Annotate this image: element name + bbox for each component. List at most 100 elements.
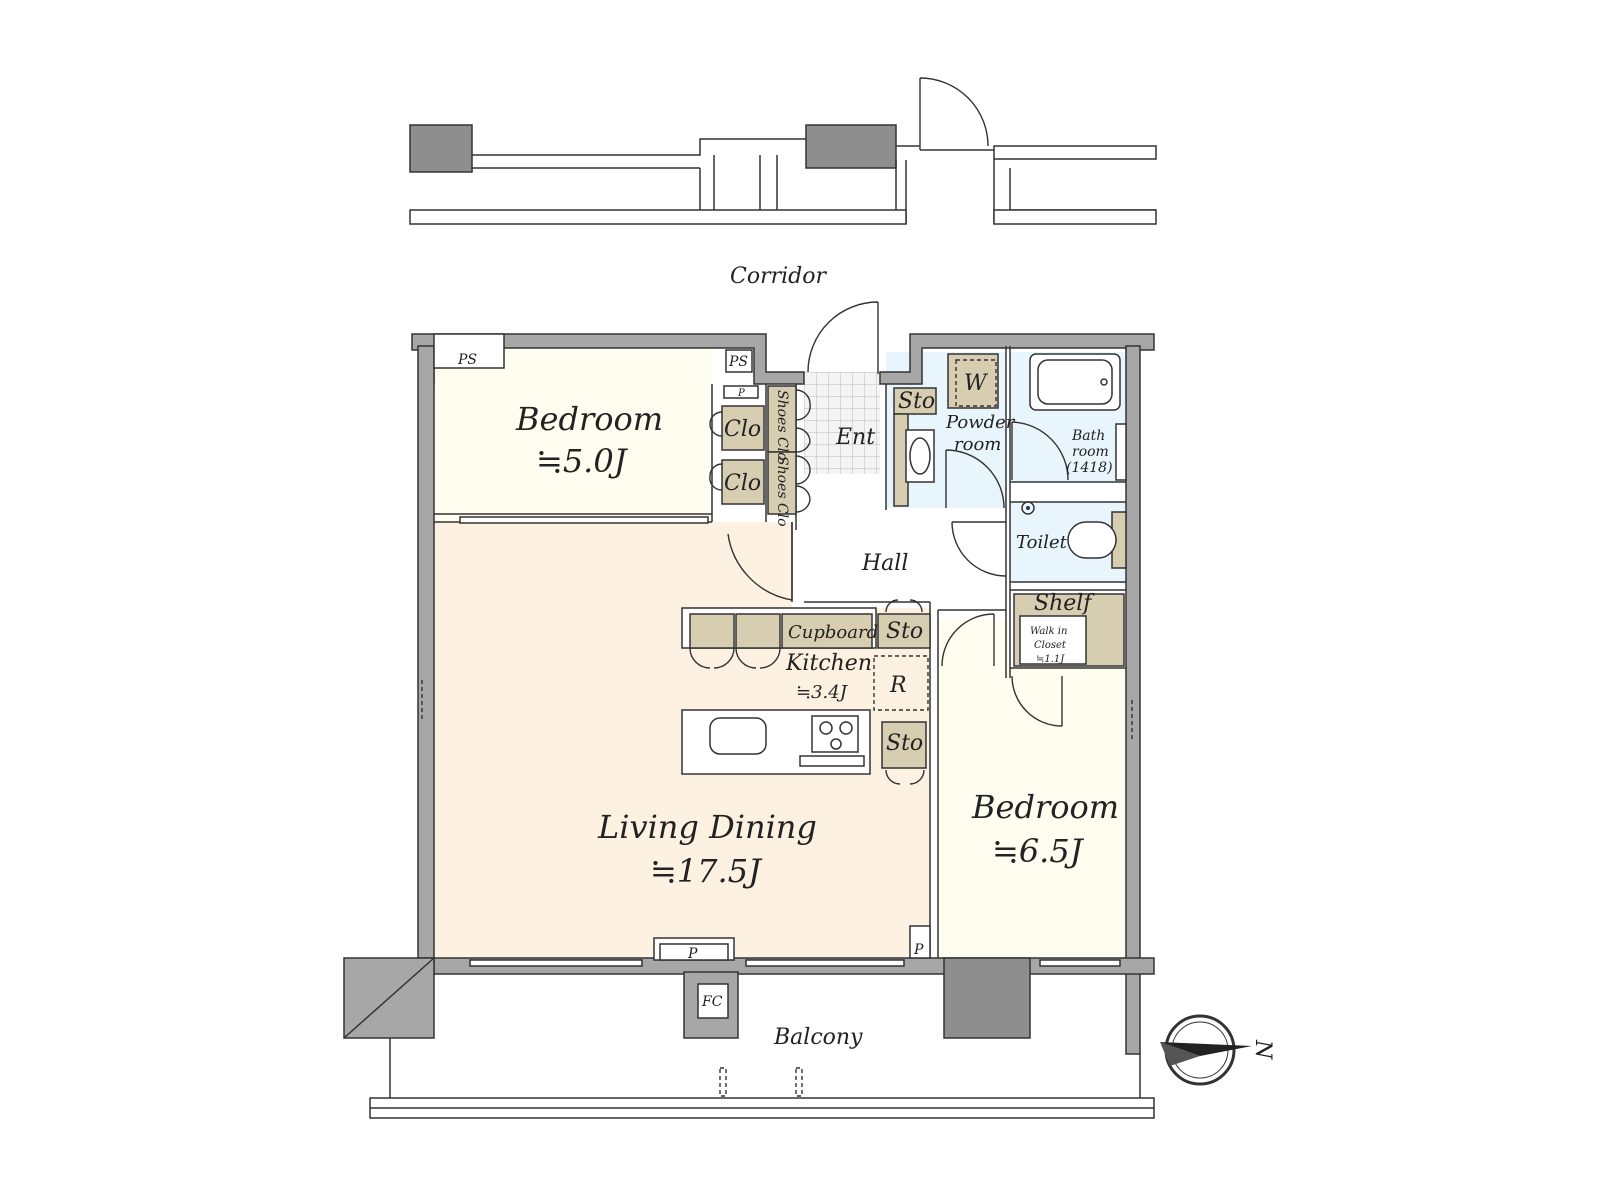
- corridor-door-swing: [919, 77, 989, 150]
- p-box-corner: [909, 925, 931, 959]
- balcony-pillar-right: [943, 957, 1031, 1039]
- right-wall: [1125, 345, 1141, 1055]
- toilet-door: [951, 521, 1007, 577]
- p-small-1-label: P: [737, 388, 745, 399]
- window-bedroom-1: [459, 516, 709, 524]
- compass-needle-icon: [1160, 1042, 1252, 1056]
- corridor-structure: [409, 77, 1157, 225]
- bedroom-1-label: Bedroom: [515, 400, 663, 438]
- shoes-closet-2: [767, 451, 797, 515]
- bathroom-fixtures: [1011, 353, 1127, 481]
- entrance-fixtures: [723, 301, 879, 515]
- walk-in-label-1: Walk in: [1030, 626, 1067, 637]
- storage-3-doors: [885, 769, 925, 785]
- kitchen-sink: [709, 717, 767, 755]
- refrigerator-space: [873, 655, 929, 711]
- toilet-seat: [1067, 521, 1117, 559]
- corridor-column-left: [409, 124, 473, 173]
- fc-label: FC: [701, 994, 723, 1010]
- corridor-lower-wall-right: [993, 209, 1157, 225]
- corridor-label: Corridor: [730, 264, 827, 289]
- washer-label: W: [964, 371, 989, 396]
- cupboard-2: [735, 613, 781, 649]
- hall-label: Hall: [861, 551, 908, 576]
- closet-1-label: Clo: [724, 417, 761, 442]
- bath-label-3: (1418): [1066, 460, 1113, 476]
- closet-doors: [709, 411, 723, 491]
- storage-3-label: Sto: [886, 731, 923, 756]
- toilet-tap-icon: [1021, 501, 1035, 515]
- ps-box-right: [725, 349, 753, 373]
- burner-1: [819, 721, 833, 735]
- bedroom-2-label: Bedroom: [971, 788, 1119, 826]
- bathroom-door: [1011, 421, 1069, 481]
- entrance-label: Ent: [835, 425, 875, 450]
- closet-2-label: Clo: [724, 471, 761, 496]
- walk-in-size: ≒1.1J: [1036, 654, 1065, 665]
- storage-1-label: Sto: [898, 389, 935, 414]
- cupboard-3: [781, 613, 873, 649]
- bedroom-1-closets: [709, 405, 765, 505]
- wet-area-walls: [885, 346, 1126, 678]
- refrigerator-label: R: [889, 673, 907, 698]
- cupboard-label: Cupboard: [788, 622, 878, 643]
- toilet-tap-dot: [1026, 506, 1030, 510]
- storage-2-doors: [885, 599, 923, 613]
- closet-1: [721, 405, 765, 451]
- shelf-label: Shelf: [1034, 591, 1095, 616]
- powder-room-label-1: Powder: [945, 412, 1016, 433]
- bath-label-1: Bath: [1071, 428, 1105, 444]
- corridor-lower-wall-left: [409, 209, 907, 225]
- burner-2: [839, 721, 853, 735]
- p-small-3-label: P: [913, 942, 924, 958]
- ps-label-2: PS: [728, 354, 748, 370]
- cupboard-1: [689, 613, 735, 649]
- p-small-2-label: P: [687, 946, 698, 962]
- storage-2-label: Sto: [886, 619, 923, 644]
- balcony-drain-2: [795, 1067, 803, 1097]
- shoes-closet-1: [767, 385, 797, 453]
- bath-label-2: room: [1072, 444, 1109, 460]
- closet-2: [721, 459, 765, 505]
- entrance-door-swing: [807, 301, 879, 374]
- walk-in-label-2: Closet: [1034, 640, 1067, 651]
- cupboard-doors: [689, 647, 781, 669]
- balcony-structure: [369, 971, 1155, 1119]
- left-wall: [417, 345, 435, 959]
- sink-bowl: [909, 437, 931, 475]
- bedroom-2-floor: [938, 620, 1126, 958]
- window-living-1: [469, 959, 643, 967]
- cooktop-edge: [799, 755, 865, 767]
- balcony-drain-1: [719, 1067, 727, 1097]
- bedroom-2-door: [941, 613, 995, 667]
- bathtub: [1029, 353, 1121, 411]
- storage-3: [881, 721, 927, 769]
- toilet-label: Toilet: [1016, 532, 1068, 553]
- bathtub-drain: [1100, 378, 1108, 386]
- living-dining-size: ≒17.5J: [650, 852, 763, 890]
- kitchen-size: ≒3.4J: [796, 682, 849, 703]
- compass-needle-tail: [1160, 1042, 1200, 1066]
- walk-in-floor: [1019, 615, 1087, 665]
- walk-in-closet-fixtures: [941, 593, 1125, 727]
- window-living-2: [745, 959, 905, 967]
- hall-floor: [792, 498, 1006, 608]
- walk-in-door: [1011, 675, 1063, 727]
- shoes-closet-1-label: Shoes Clo: [774, 390, 790, 461]
- bathtub-inner: [1037, 359, 1113, 405]
- cooktop: [811, 715, 859, 753]
- bedroom-1-size: ≒5.0J: [536, 442, 629, 480]
- powder-room-fixtures: [893, 353, 1005, 509]
- kitchen-fixtures: [681, 599, 931, 785]
- balcony-label: Balcony: [773, 1025, 863, 1050]
- shoes-closet-doors: [795, 389, 811, 513]
- windows: [421, 516, 1133, 967]
- powder-room-door: [945, 449, 1005, 509]
- washer-outline: [955, 359, 997, 407]
- p-box-entrance: [723, 385, 759, 399]
- shoes-closet-2-label: Shoes Clo: [774, 456, 790, 527]
- powder-room-label-2: room: [954, 434, 1001, 455]
- ps-box-left: [433, 333, 505, 369]
- storage-2: [877, 613, 931, 649]
